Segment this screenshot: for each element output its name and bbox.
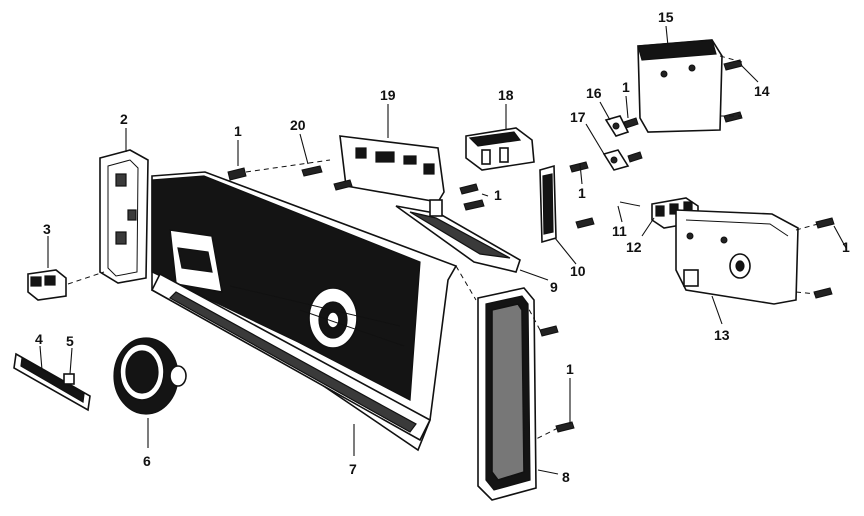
callout-1-c: 1 [578, 185, 586, 201]
callout-1-d: 1 [622, 79, 630, 95]
leader-lines [39, 25, 847, 475]
callout-19: 19 [380, 87, 396, 103]
part-clip [63, 373, 75, 385]
screws [227, 59, 835, 433]
callout-18: 18 [498, 87, 514, 103]
part-relay-block [651, 197, 699, 229]
callout-14: 14 [754, 83, 770, 99]
callout-17: 17 [570, 109, 586, 125]
callout-12: 12 [626, 239, 642, 255]
part-bracket-16 [604, 115, 630, 137]
callout-1-a: 1 [234, 123, 242, 139]
part-bracket-17 [602, 149, 630, 171]
callout-7: 7 [349, 461, 357, 477]
part-side-panel [477, 287, 537, 501]
part-end-cap-left [99, 149, 149, 284]
callout-11: 11 [612, 223, 627, 239]
part-control-knob [113, 337, 187, 415]
callout-9: 9 [550, 279, 558, 295]
callout-16: 16 [586, 85, 602, 101]
callout-1-f: 1 [566, 361, 574, 377]
part-cover-plate [637, 39, 723, 133]
callout-1-e: 1 [842, 239, 850, 255]
part-nameplate [13, 352, 91, 412]
part-circuit-strip [539, 164, 557, 244]
part-pin [619, 201, 641, 207]
callout-3: 3 [43, 221, 51, 237]
callout-20: 20 [290, 117, 306, 133]
callout-1-b: 1 [494, 187, 502, 203]
callout-15: 15 [658, 9, 674, 25]
callout-6: 6 [143, 453, 151, 469]
part-switch [27, 269, 67, 301]
callout-2: 2 [120, 111, 128, 127]
callout-4: 4 [35, 331, 43, 347]
part-timer [675, 209, 799, 305]
callout-8: 8 [562, 469, 570, 485]
callout-5: 5 [66, 333, 74, 349]
part-control-console [150, 171, 458, 452]
callout-labels: 2 3 4 5 6 7 8 9 10 11 12 13 14 15 16 17 … [35, 9, 850, 485]
callout-13: 13 [714, 327, 730, 343]
part-bracket-plate [339, 135, 445, 217]
part-trim-strip [395, 205, 521, 273]
part-connector-block [465, 127, 535, 171]
callout-10: 10 [570, 263, 586, 279]
